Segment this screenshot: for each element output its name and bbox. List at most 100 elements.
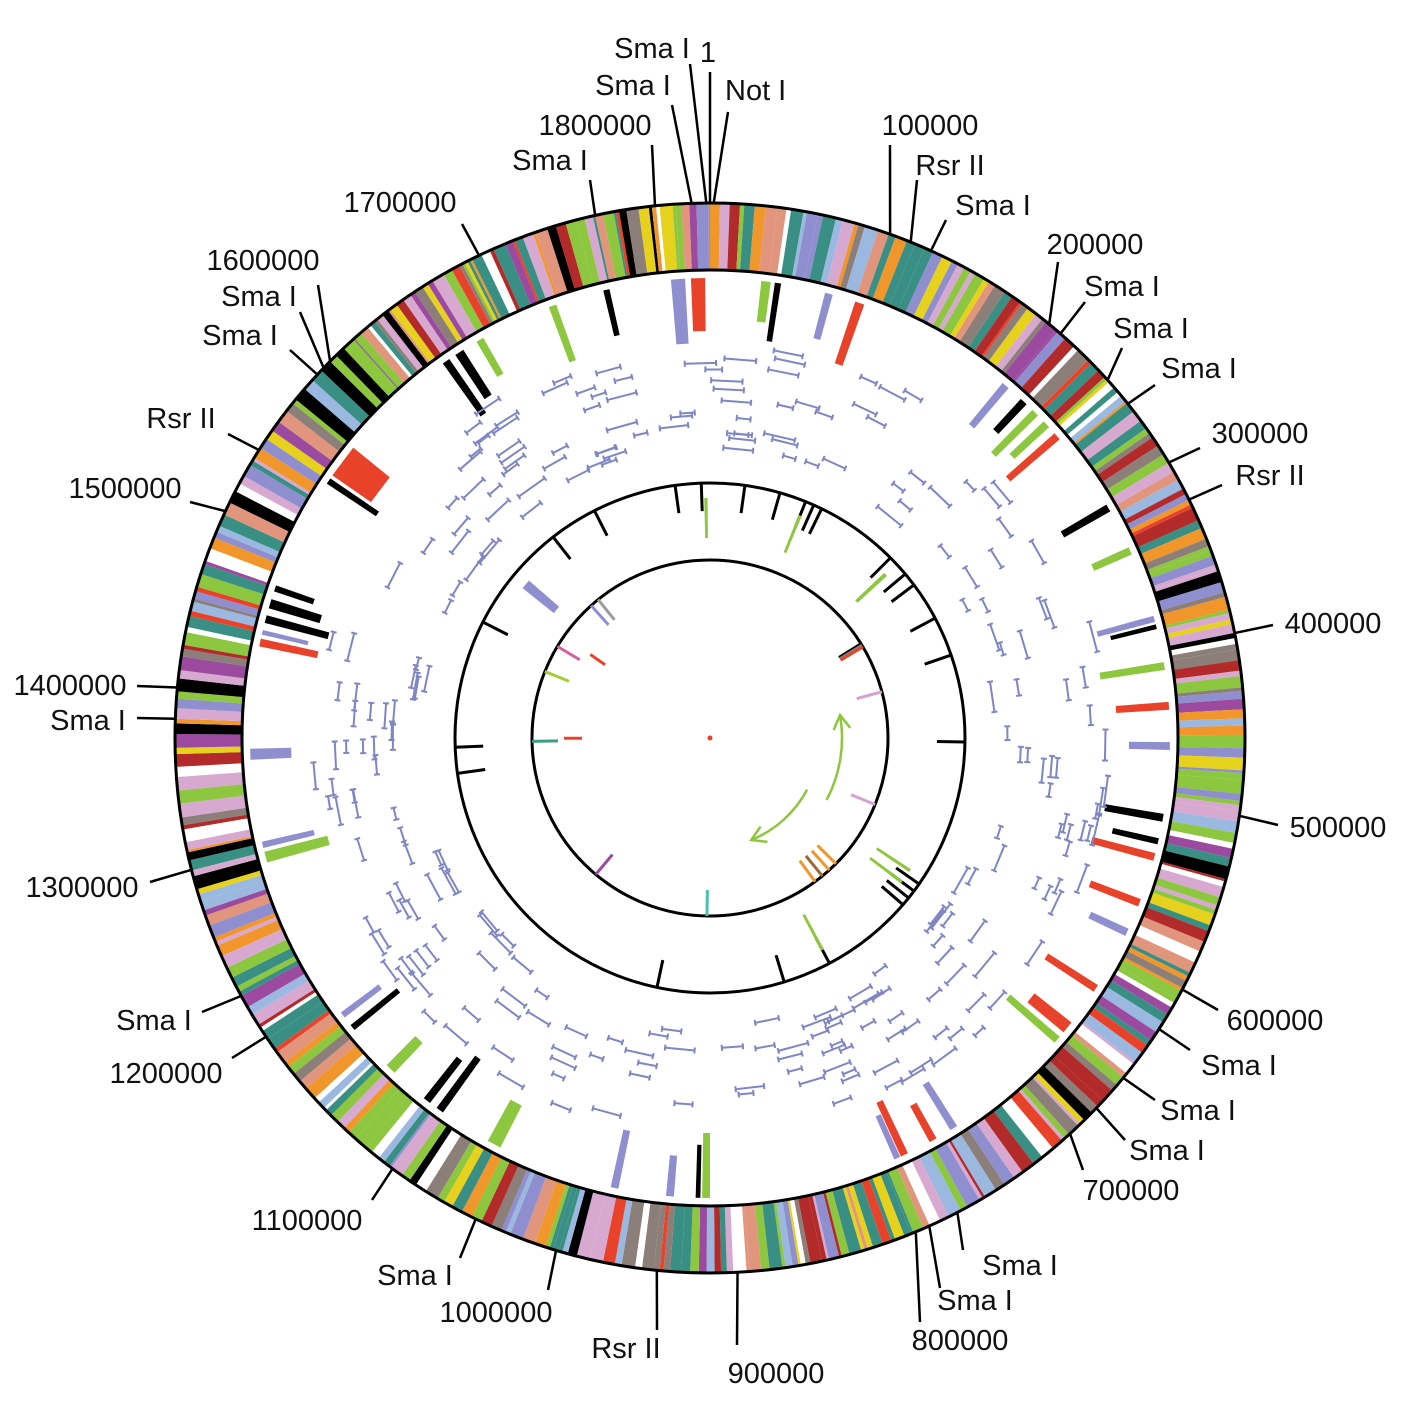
gene-stripe	[250, 460, 310, 500]
gene-stripe	[866, 233, 896, 300]
repeat-marker	[884, 1076, 905, 1092]
gene-stripe	[555, 222, 584, 290]
repeat-marker	[533, 987, 551, 1001]
feature-block	[1115, 701, 1170, 714]
gene-stripe	[1165, 612, 1232, 635]
gene-stripe	[681, 1205, 693, 1273]
repeat-marker	[605, 389, 639, 404]
gene-stripe	[613, 211, 628, 278]
middle-tick	[885, 879, 910, 900]
repeat-marker	[704, 366, 724, 373]
feature-block	[340, 984, 382, 1018]
repeat-marker	[582, 401, 602, 414]
repeat-marker	[1031, 875, 1043, 891]
repeat-marker	[405, 953, 427, 978]
feature-block	[603, 289, 620, 337]
repeat-marker	[472, 424, 500, 447]
gene-stripe	[1071, 1031, 1127, 1078]
gene-stripe	[832, 1186, 862, 1255]
gene-stripe	[1142, 907, 1209, 942]
middle-tick	[924, 653, 952, 666]
gene-stripe	[422, 283, 463, 344]
gene-stripe	[840, 224, 866, 291]
repeat-marker	[720, 1043, 745, 1051]
gene-stripe	[337, 1073, 388, 1127]
gene-stripe	[1028, 346, 1079, 399]
gene-stripe	[690, 1205, 701, 1273]
gene-stripe	[382, 310, 429, 368]
label-leader-line	[1234, 623, 1274, 635]
repeat-marker	[932, 1024, 950, 1041]
repeat-marker	[1045, 781, 1054, 799]
repeat-marker	[962, 478, 978, 494]
repeat-marker	[457, 448, 484, 473]
gene-stripe	[927, 263, 965, 327]
gene-stripe	[791, 211, 808, 278]
gene-stripe	[648, 206, 660, 274]
gene-stripe	[214, 531, 279, 563]
repeat-marker	[1054, 822, 1065, 840]
gene-stripe	[845, 225, 879, 294]
gene-stripe	[1153, 567, 1219, 593]
repeat-marker	[1101, 728, 1109, 762]
gene-stripe	[1175, 687, 1243, 697]
repeat-marker	[499, 931, 517, 949]
feature-block	[756, 280, 771, 323]
repeat-marker	[445, 495, 461, 511]
gene-stripe	[295, 388, 356, 442]
gene-stripe	[414, 286, 459, 348]
gene-stripe	[1092, 1002, 1152, 1046]
repeat-marker	[332, 795, 345, 827]
repeat-marker	[1016, 629, 1032, 660]
feature-block	[423, 1056, 463, 1103]
feature-block	[968, 383, 1009, 429]
gene-stripe	[198, 874, 265, 902]
repeat-marker	[500, 460, 521, 478]
inner-tick	[810, 849, 831, 872]
gene-stripe	[183, 631, 252, 657]
gene-stripe	[1148, 549, 1213, 579]
repeat-marker	[987, 547, 1005, 570]
position-label: Sma I	[982, 1250, 1058, 1282]
gene-stripe	[1173, 796, 1241, 812]
repeat-marker	[995, 516, 1015, 539]
gene-stripe	[1151, 888, 1217, 915]
gene-stripe	[1170, 643, 1238, 661]
inner-tick	[838, 644, 863, 661]
repeat-marker	[1047, 754, 1056, 779]
middle-tick	[808, 508, 824, 535]
position-label: Sma I	[955, 190, 1031, 222]
gene-stripe	[1094, 433, 1153, 476]
position-label: Sma I	[937, 1285, 1013, 1317]
gene-stripe	[1040, 359, 1092, 410]
gene-stripe	[954, 281, 996, 342]
repeat-marker	[990, 843, 1008, 873]
gene-stripe	[185, 626, 253, 646]
feature-block	[487, 1099, 522, 1148]
position-label: Sma I	[377, 1260, 453, 1292]
repeat-marker	[350, 699, 359, 728]
gene-stripe	[789, 1198, 806, 1266]
repeat-marker	[930, 932, 946, 949]
gene-stripe	[1069, 395, 1126, 444]
repeat-marker	[961, 564, 981, 590]
position-label: Sma I	[1201, 1050, 1277, 1082]
gene-stripe	[286, 403, 345, 452]
gene-stripe	[1126, 946, 1189, 982]
repeat-marker	[959, 597, 972, 614]
middle-block	[802, 914, 824, 951]
middle-tick	[800, 504, 816, 532]
repeat-marker	[887, 1009, 905, 1025]
gene-stripe	[1154, 877, 1221, 906]
gene-stripe	[929, 1148, 968, 1211]
repeat-marker	[1028, 538, 1048, 566]
gene-stripe	[175, 746, 243, 755]
gene-stripe	[471, 1157, 510, 1222]
repeat-marker	[813, 408, 835, 421]
repeat-marker	[372, 753, 381, 776]
gene-stripe	[902, 1160, 941, 1226]
gene-stripe	[1095, 995, 1157, 1041]
gene-stripe	[1173, 660, 1241, 679]
gene-stripe	[175, 734, 243, 748]
gene-stripe	[1124, 488, 1187, 525]
